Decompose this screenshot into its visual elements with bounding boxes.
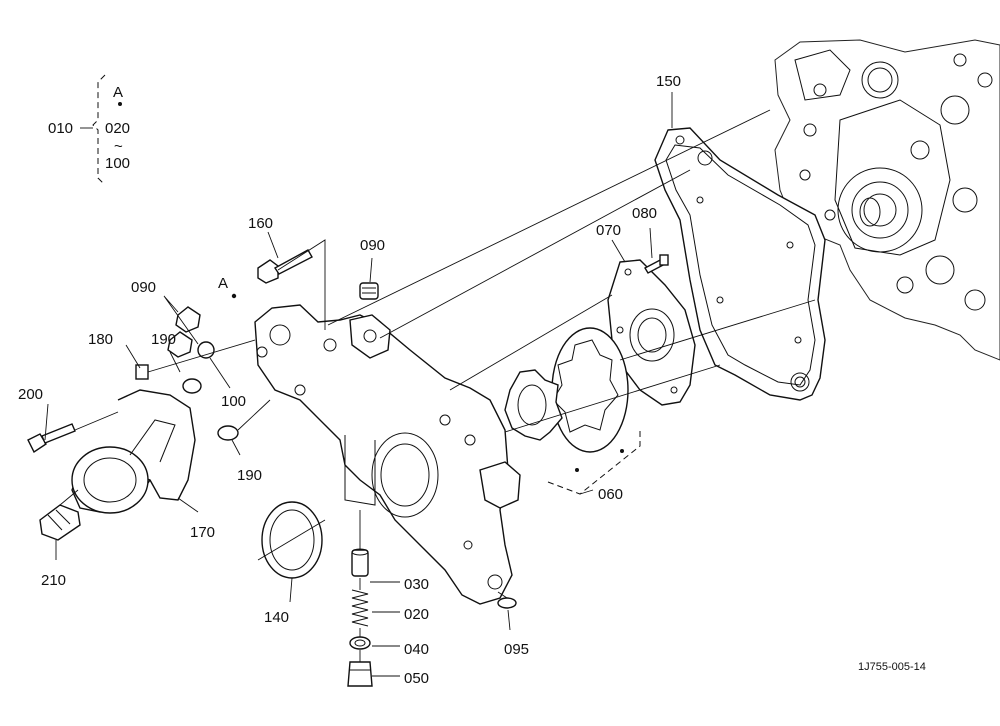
callout-040: 040	[404, 641, 429, 658]
alignment-line-4	[504, 364, 721, 433]
bolt-160	[257, 249, 313, 284]
callout-200: 200	[18, 386, 43, 403]
o-ring-190-upper	[182, 378, 202, 394]
callout-170: 170	[190, 524, 215, 541]
engine-block	[774, 39, 1000, 361]
group-top-label: A	[113, 84, 123, 101]
callout-150: 150	[656, 73, 681, 90]
callout-140: 140	[264, 609, 289, 626]
callout-190-lower: 190	[237, 467, 262, 484]
o-ring-095	[497, 597, 517, 609]
seal-140-line	[257, 519, 326, 561]
alignment-line-1	[327, 109, 771, 326]
bolt-160-line	[277, 239, 326, 330]
valve-030	[351, 548, 369, 577]
group-bracket	[80, 74, 122, 186]
callout-160: 160	[248, 215, 273, 232]
callout-020: 020	[404, 606, 429, 623]
outer-rotor-060	[551, 327, 629, 453]
alignment-line-3	[449, 294, 613, 391]
callout-090-left: 090	[131, 279, 156, 296]
inner-rotor	[504, 369, 563, 441]
washer-040	[349, 636, 371, 650]
callout-060: 060	[598, 486, 623, 503]
diagram-code: 1J755-005-14	[858, 661, 926, 673]
group-060-bracket	[547, 428, 641, 495]
callout-190-upper: 190	[151, 331, 176, 348]
plug-090-left	[167, 306, 215, 359]
screw-080	[644, 254, 669, 274]
callout-A: A	[218, 275, 228, 292]
bolt-200	[27, 423, 76, 454]
o-ring-190-lower	[217, 425, 239, 441]
alignment-line-2	[379, 169, 691, 339]
gasket-150	[654, 127, 826, 401]
callout-210: 210	[41, 572, 66, 589]
plug-050	[347, 661, 373, 687]
elbow-170	[71, 364, 196, 514]
group-main-label: 010	[48, 120, 73, 137]
dot-060a	[575, 468, 579, 472]
callout-095: 095	[504, 641, 529, 658]
callout-100: 100	[221, 393, 246, 410]
dot-060b	[620, 449, 624, 453]
callout-050: 050	[404, 670, 429, 687]
group-middle-label: 020	[105, 120, 130, 137]
o-ring-190-line	[237, 399, 271, 431]
leader-lines	[44, 92, 673, 677]
part-180-line	[147, 339, 256, 373]
fitting-210	[39, 504, 81, 541]
callout-A-dot	[231, 293, 237, 299]
pump-housing	[254, 304, 521, 605]
group-tilde: ~	[114, 138, 123, 155]
alignment-line-5	[619, 299, 816, 361]
callout-080: 080	[632, 205, 657, 222]
plug-090-top	[359, 282, 379, 300]
callout-070: 070	[596, 222, 621, 239]
fitting-210-line	[59, 489, 79, 506]
spring-020	[351, 589, 369, 627]
bolt-200-line	[74, 411, 119, 431]
callout-180: 180	[88, 331, 113, 348]
callout-090-top: 090	[360, 237, 385, 254]
group-bottom-label: 100	[105, 155, 130, 172]
callout-030: 030	[404, 576, 429, 593]
o-ring-095-line	[497, 591, 508, 599]
